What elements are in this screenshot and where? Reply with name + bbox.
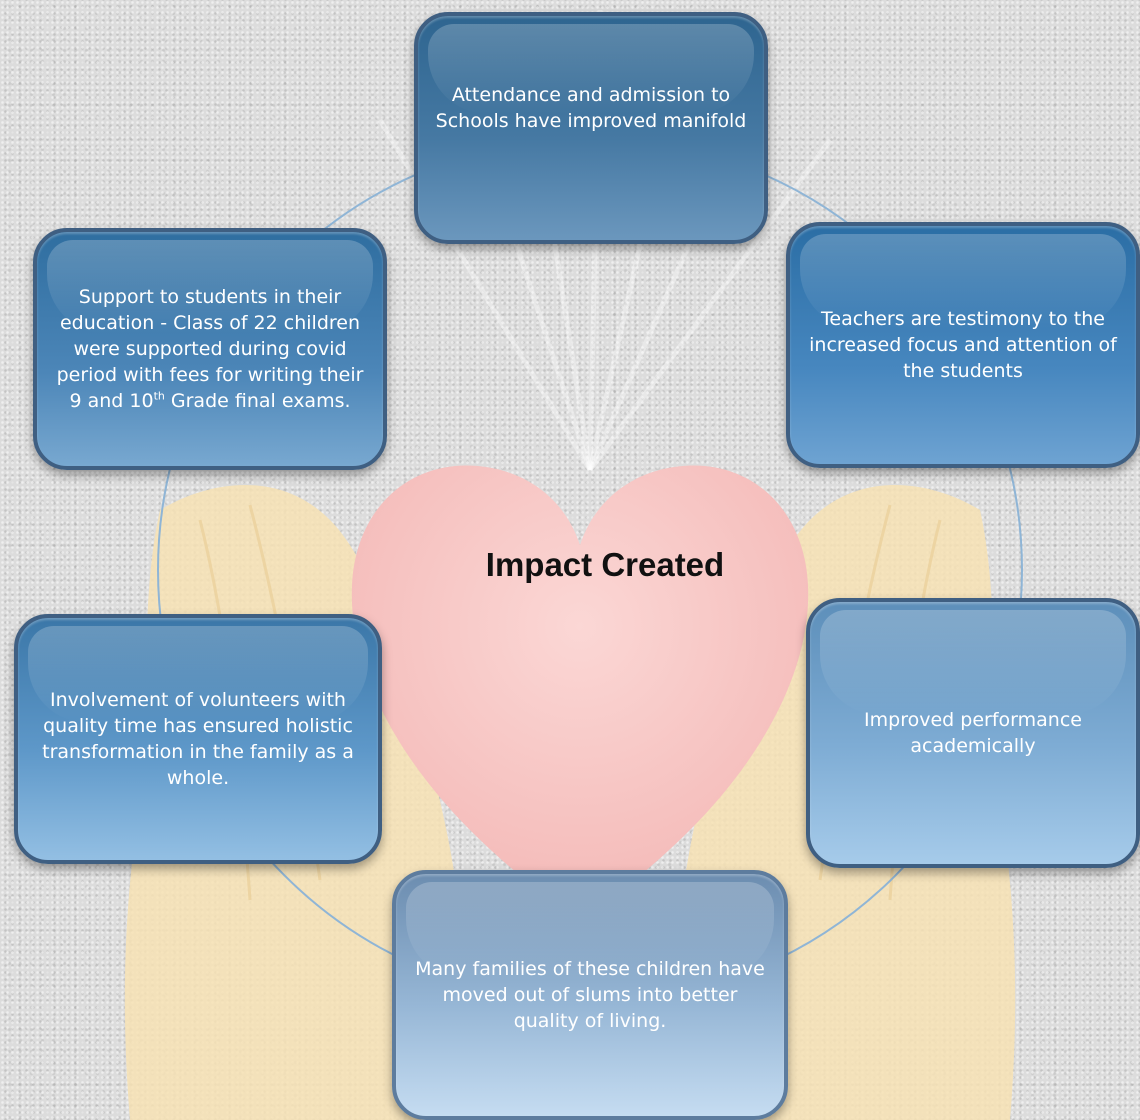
student-support-text-end: Grade final exams. — [164, 390, 351, 412]
impact-item-attendance-text: Attendance and admission to Schools have… — [435, 84, 747, 132]
impact-item-performance-text: Improved performance academically — [864, 709, 1082, 757]
heart-shape — [351, 465, 809, 925]
impact-item-teachers-text: Teachers are testimony to the increased … — [809, 308, 1117, 382]
impact-item-student-support: Support to students in their education -… — [33, 228, 387, 470]
impact-item-volunteers: Involvement of volunteers with quality t… — [14, 614, 382, 864]
impact-item-student-support-text: Support to students in their education -… — [49, 284, 371, 414]
impact-item-performance: Improved performance academically — [806, 598, 1140, 868]
impact-item-attendance: Attendance and admission to Schools have… — [414, 12, 768, 244]
impact-item-families: Many families of these children have mov… — [392, 870, 788, 1120]
student-support-text-main: Support to students in their education -… — [56, 286, 364, 412]
light-rays — [377, 9, 833, 472]
center-title: Impact Created — [485, 546, 725, 583]
impact-item-teachers: Teachers are testimony to the increased … — [786, 222, 1140, 468]
student-support-superscript: th — [153, 389, 165, 403]
impact-item-volunteers-text: Involvement of volunteers with quality t… — [42, 689, 354, 789]
impact-item-families-text: Many families of these children have mov… — [415, 958, 765, 1032]
